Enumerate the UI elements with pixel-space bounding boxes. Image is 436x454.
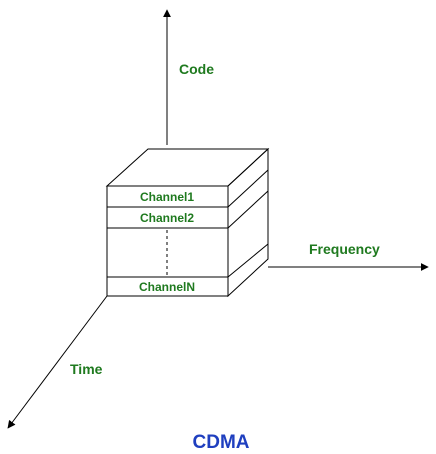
slice-divider-side	[227, 243, 269, 278]
channel-n-label: ChannelN	[139, 280, 195, 294]
slice-divider-side	[227, 169, 269, 208]
slice-divider-side	[227, 190, 269, 229]
channel-1-label: Channel1	[140, 190, 194, 204]
cube-front-face	[106, 185, 229, 297]
cube-top-face	[105, 148, 270, 187]
time-axis-label: Time	[70, 361, 103, 377]
code-axis-label: Code	[179, 61, 214, 77]
time-axis	[7, 295, 108, 429]
frequency-axis-label: Frequency	[309, 241, 380, 257]
channel-2-label: Channel2	[140, 211, 194, 225]
diagram-title: CDMA	[193, 432, 250, 453]
